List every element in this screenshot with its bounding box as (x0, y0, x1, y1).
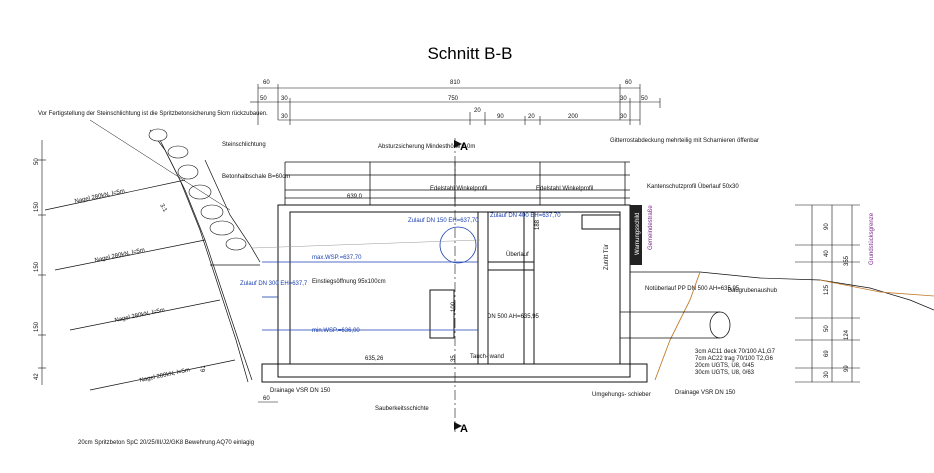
min-wsp-label: min.WSP.=636,00 (312, 328, 360, 334)
inflow-top-label: Zulauf DN 150 EH=637,70 (408, 218, 479, 224)
concrete-shell-label: Betonhalbschale B=60cm (222, 174, 290, 180)
dim-row3-3: 200 (568, 114, 579, 120)
dim-row3-1: 20 (528, 114, 535, 120)
dim-right-a-1: 40 (824, 250, 830, 257)
dim-row3-0: 30 (281, 114, 288, 120)
section-marker-top: A (460, 141, 468, 153)
dim-top-total: 810 (450, 80, 461, 86)
inflow-mid-label: Zulauf DN 400 EH=637,70 (490, 213, 561, 219)
slope-label: 3:1 (158, 203, 168, 214)
overflow-label: Überlauf (506, 251, 529, 258)
elev-floor: 635,26 (365, 356, 384, 362)
door-label: Zutritt Tür (604, 244, 610, 270)
section-marker-bottom: A (460, 423, 468, 435)
dim-row3-2: 90 (497, 114, 504, 120)
nail-label-2: Nagel 280kN, l=5m (114, 307, 165, 324)
railing (284, 161, 630, 205)
max-wsp-label: max.WSP.=637,70 (312, 255, 362, 261)
outlet-label: DN 500 AH=635,95 (487, 314, 540, 320)
bypass-slide-label: Umgehungs- schieber (592, 392, 651, 398)
note-removal: Vor Fertigstellung der Steinschlichtung … (38, 111, 268, 117)
nail-label-1: Nagel 280kN, l=5m (94, 247, 145, 264)
dim-top-60-right: 60 (625, 80, 632, 86)
warning-sign (630, 205, 642, 265)
dim-bottom-60: 60 (263, 396, 270, 402)
stone-blocks (148, 128, 247, 251)
note-removal-text: Vor Fertigstellung der Steinschlichtung … (38, 111, 268, 117)
dim-right-a-5: 30 (824, 371, 830, 378)
municipal-road-label: Gemeindestraße (648, 205, 654, 250)
dim-left-3: 150 (34, 321, 40, 332)
dim-row2-4: 50 (641, 96, 648, 102)
right-vertical-dimension (795, 204, 860, 383)
dim-right-a-3: 50 (824, 325, 830, 332)
top-dimension-chains (250, 84, 661, 125)
dim-right-a-2: 125 (824, 284, 830, 295)
drainage-right-label: Drainage VSR DN 150 (675, 390, 736, 396)
dim-left-1: 150 (34, 201, 40, 212)
section-arrow-top-icon (454, 140, 462, 148)
section-arrow-bottom-icon (454, 422, 462, 430)
edge-profile-label: Kantenschutzprofil Überlauf 50x30 (647, 183, 739, 190)
road-layer-0: 3cm AC11 deck 70/100 A1,G7 (695, 349, 776, 355)
soil-nails (44, 179, 236, 391)
nail-label-0: Nagel 280kN, l=5m (74, 188, 125, 205)
access-opening-label: Einstiegsöffnung 95x100cm (312, 279, 386, 285)
dim-wall-100: 100 (451, 301, 457, 312)
elev-top-wall: 639,0 (347, 194, 363, 200)
dim-row3-4: 30 (620, 114, 627, 120)
dim-top-60-left: 60 (263, 80, 270, 86)
drainage-left-label: Drainage VSR DN 150 (270, 388, 331, 394)
dim-wall-188: 188 (535, 219, 541, 230)
fall-protection-label: Absturzsicherung Mindesthöhe 1,0m (378, 144, 475, 150)
water-levels (262, 226, 478, 331)
road-layer-2: 20cm UGTS, U8, 0/45 (695, 363, 755, 369)
dim-right-b-2: 99 (844, 365, 850, 372)
dim-left-0: 50 (34, 158, 40, 165)
dim-right-b-1: 124 (844, 329, 850, 340)
nail-label-3: Nagel 280kN, l=5m (139, 367, 190, 384)
drawing-title: Schnitt B-B (427, 44, 513, 63)
dim-shaft-35: 35 (451, 355, 457, 362)
note-leader (89, 119, 231, 211)
shotcrete-label: 20cm Spritzbeton SpC 20/25/III/J2/GK8 Be… (78, 440, 254, 446)
dim-row2-1: 30 (281, 96, 288, 102)
road-layer-1: 7cm AC22 trag 70/100 T2,G6 (695, 356, 774, 362)
terrain (630, 271, 934, 381)
dim-right-b-0: 355 (844, 255, 850, 266)
emergency-overflow-pipe (620, 311, 731, 339)
dim-row3-upper-20: 20 (474, 108, 481, 114)
steel-angle-2-label: Edelstahl Winkelprofil (536, 186, 593, 192)
inflow-left-label: Zulauf DN 300 EH=637,7 (240, 281, 308, 287)
dim-right-a-0: 90 (824, 223, 830, 230)
basin-structure (261, 204, 648, 383)
property-line-label: Grundstücksgrenze (869, 212, 875, 265)
dim-right-a-4: 69 (824, 350, 830, 357)
steel-angle-1-label: Edelstahl Winkelprofil (430, 186, 487, 192)
inflow-pipe-line (251, 239, 481, 249)
embankment (149, 129, 261, 383)
emergency-overflow-label: Notüberlauf PP DN 500 AH=635,95 (645, 286, 740, 292)
dim-left-4: 42 (34, 373, 40, 380)
dim-row2-3: 30 (620, 96, 627, 102)
stone-layer-label: Steinschlichtung (222, 142, 266, 148)
road-layer-3: 30cm UGTS, U8, 0/63 (695, 370, 755, 376)
excavation-label: Baugrubenaushub (728, 288, 778, 294)
dim-row2-2: 750 (448, 96, 459, 102)
dim-left-2: 150 (34, 261, 40, 272)
dim-row2-0: 50 (260, 96, 267, 102)
clean-layer-label: Sauberkeitsschichte (375, 406, 429, 412)
left-vertical-dimension (38, 140, 46, 385)
step-iron-label: Tauch- wand (470, 354, 504, 360)
dim-bottom-61: 61 (201, 365, 207, 372)
warning-sign-label: Warnungsschild (635, 213, 641, 255)
grating-cover-label: Gitterrostabdeckung mehrteilig mit Schar… (610, 138, 759, 144)
